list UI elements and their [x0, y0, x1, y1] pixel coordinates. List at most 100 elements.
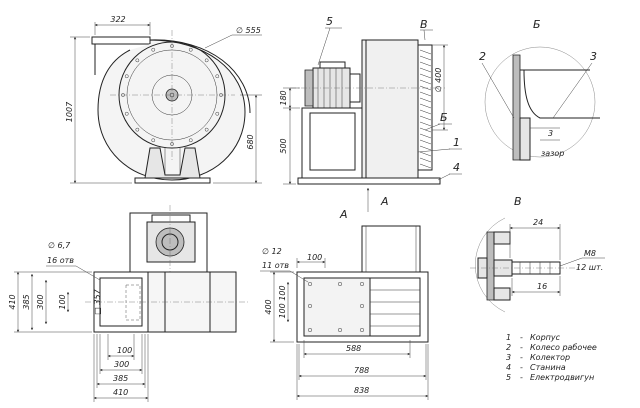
legend-dash: -	[520, 363, 523, 372]
label-body: 1	[453, 136, 460, 149]
dim-inlet: ∅ 400	[434, 68, 443, 93]
bolt-hole	[124, 74, 129, 79]
top-dim-385-v: 385	[22, 294, 31, 309]
mount-hole	[359, 303, 365, 309]
dim-width: 322	[110, 15, 125, 24]
legend-text: Корпус	[530, 333, 561, 342]
top-dim-300-v: 300	[36, 294, 45, 309]
legend-dash: -	[520, 343, 523, 352]
louver	[419, 115, 432, 121]
label-section-v: В	[420, 18, 428, 31]
detail-b-label-2: 2	[479, 50, 486, 63]
top-dim-410-v: 410	[8, 294, 17, 309]
louver	[419, 139, 432, 145]
detail-v-dim-16: 16	[537, 282, 547, 291]
legend-num: 3	[506, 353, 511, 362]
mount-hole	[337, 281, 343, 287]
louver	[419, 145, 432, 151]
legend-num: 5	[506, 373, 511, 382]
view-a-hole-count: 11 отв	[262, 261, 289, 270]
view-a-label-1: A	[339, 208, 348, 221]
detail-v-bolt-size: M8	[584, 249, 596, 258]
legend-num: 4	[506, 363, 511, 372]
louver	[419, 103, 432, 109]
top-hole-dia: ∅ 6,7	[48, 241, 71, 250]
top-dim-100-h: 100	[117, 346, 132, 355]
louver	[419, 121, 432, 127]
view-a-dim-400: 400	[264, 299, 273, 314]
view-a-label-2: A	[380, 195, 389, 208]
dim-diameter: ∅ 555	[236, 26, 261, 35]
front-view: 322 ∅ 555 1007 680	[65, 15, 262, 184]
legend-text: Станина	[530, 363, 566, 372]
detail-b: Б 2 3 3 зазор	[479, 18, 600, 161]
detail-v: В 24 16 M8 12 шт.	[470, 195, 605, 313]
louver	[419, 61, 432, 67]
detail-v-dim-24: 24	[533, 218, 543, 227]
mount-hole	[307, 281, 313, 287]
top-view: ∅ 6,7 16 отв 410 385 300 100 □ 357 100 3…	[8, 205, 250, 402]
legend-dash: -	[520, 353, 523, 362]
label-motor: 5	[326, 15, 333, 28]
dim-center: 680	[246, 134, 255, 149]
louver	[419, 97, 432, 103]
view-a-dim-100: 100	[307, 253, 322, 262]
louver	[419, 109, 432, 115]
bolt-hole	[215, 111, 220, 116]
louver	[419, 73, 432, 79]
detail-v-title: В	[514, 195, 522, 208]
top-dim-300-h: 300	[114, 360, 129, 369]
top-square: □ 357	[93, 288, 102, 314]
bolt-hole	[151, 47, 156, 52]
bolt-hole	[215, 74, 220, 79]
side-view: 5 В Б 1 4 ∅ 400 180 500	[279, 15, 462, 185]
legend-text: Колектор	[530, 353, 570, 362]
top-dim-385-h: 385	[113, 374, 128, 383]
detail-b-gap: 3	[548, 129, 553, 138]
louver	[419, 151, 432, 157]
view-a-dim-838: 838	[354, 386, 369, 395]
legend-num: 1	[506, 333, 511, 342]
louver	[419, 67, 432, 73]
detail-b-gap-label: зазор	[541, 149, 564, 158]
bolt-hole	[204, 127, 209, 132]
view-a: A A ∅ 12 11 отв 100 400 100 100	[260, 187, 429, 400]
legend-dash: -	[520, 333, 523, 342]
view-a-hole-dia: ∅ 12	[262, 247, 282, 256]
mount-hole	[307, 327, 313, 333]
dim-500: 500	[279, 138, 288, 153]
dim-180: 180	[279, 90, 288, 105]
bolt-hole	[135, 58, 140, 63]
mount-hole	[307, 303, 313, 309]
view-a-dim-100-100: 100 100	[278, 285, 287, 318]
legend-text: Електродвигун	[530, 373, 594, 382]
label-stand: 4	[453, 161, 460, 174]
bolt-hole	[204, 58, 209, 63]
flange-bolts	[121, 44, 223, 146]
mount-hole	[359, 281, 365, 287]
top-dim-100-v: 100	[58, 294, 67, 309]
dim-height: 1007	[65, 101, 74, 122]
bolt-hole	[188, 138, 193, 143]
bolt-hole	[188, 47, 193, 52]
legend-text: Колесо рабочее	[530, 343, 597, 352]
louver	[419, 79, 432, 85]
louver	[419, 55, 432, 61]
view-a-dim-588: 588	[346, 344, 361, 353]
mount-hole	[359, 327, 365, 333]
legend-dash: -	[520, 373, 523, 382]
louver	[419, 133, 432, 139]
top-dim-410-h: 410	[113, 388, 128, 397]
bolt-hole	[151, 138, 156, 143]
bolt-hole	[124, 111, 129, 116]
louver	[419, 49, 432, 55]
mount-hole	[337, 327, 343, 333]
bolt-hole	[135, 127, 140, 132]
view-a-dim-788: 788	[354, 366, 369, 375]
detail-b-title: Б	[533, 18, 541, 31]
legend-num: 2	[506, 343, 511, 352]
detail-b-label-3: 3	[590, 50, 597, 63]
louver	[419, 157, 432, 163]
